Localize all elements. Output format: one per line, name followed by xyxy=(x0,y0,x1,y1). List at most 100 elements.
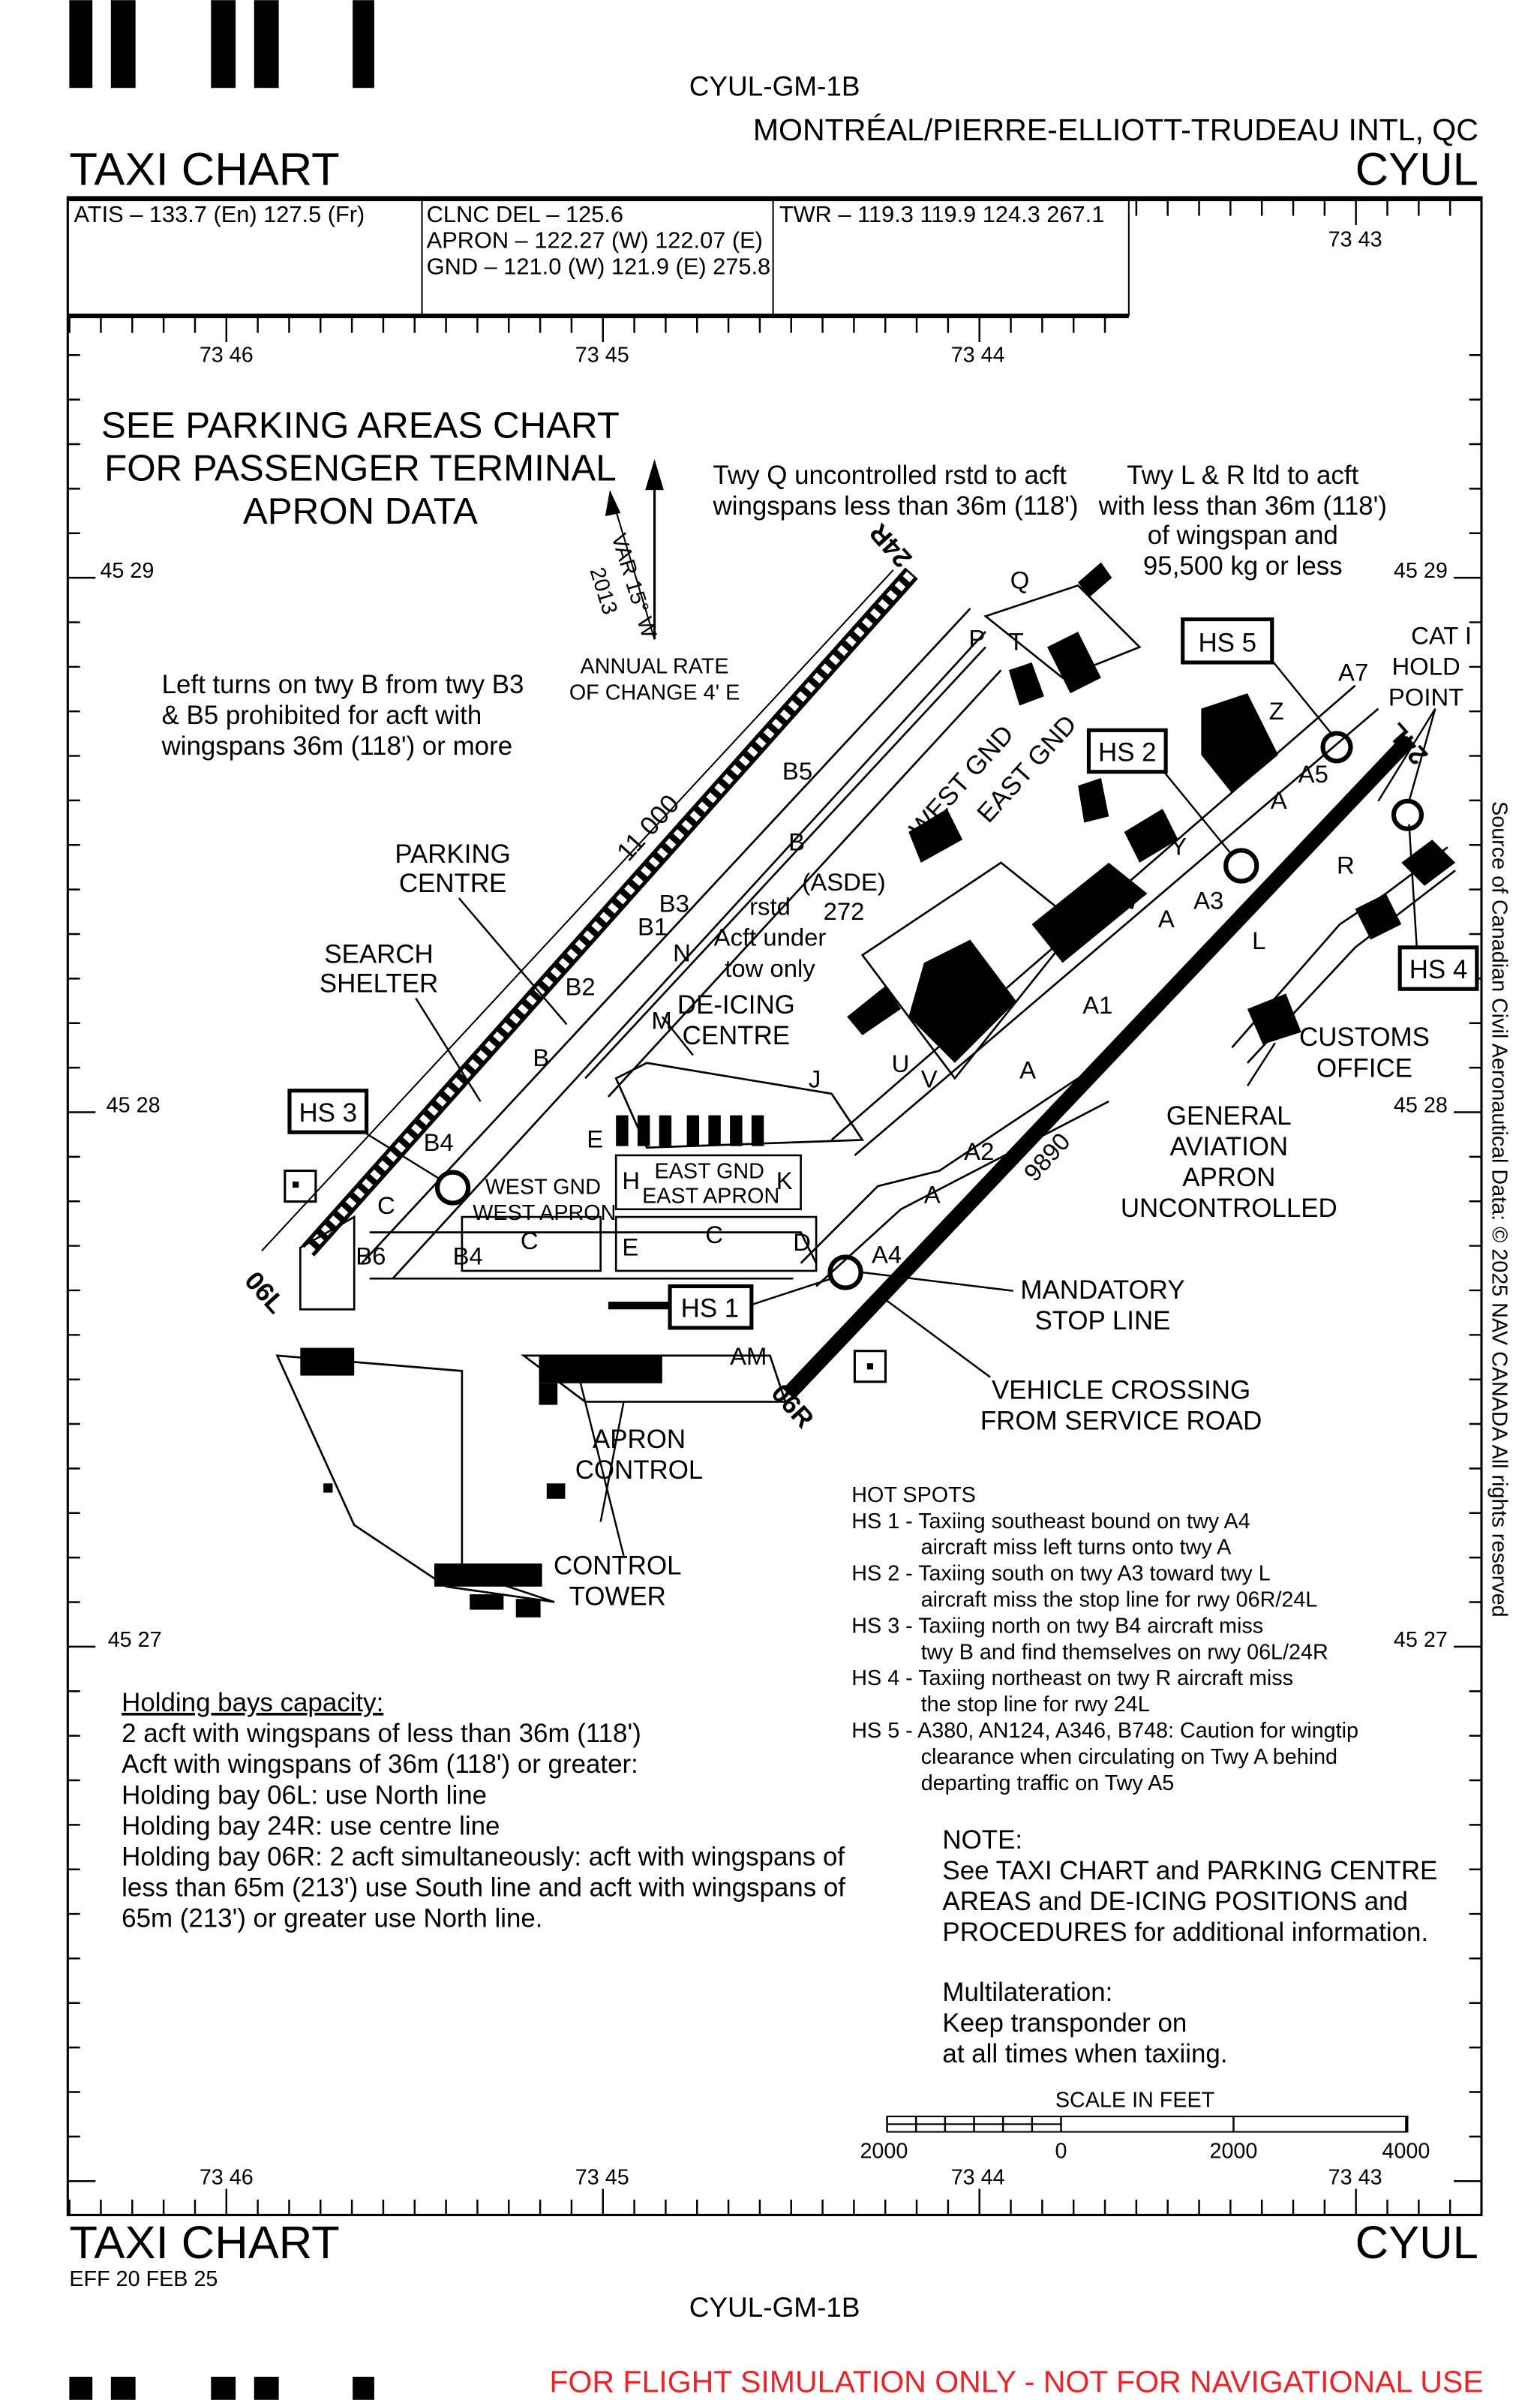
true-north-arrow-icon xyxy=(645,459,664,491)
svg-text:Q: Q xyxy=(1010,566,1030,593)
svg-text:CONTROL: CONTROL xyxy=(575,1455,704,1485)
svg-text:P: P xyxy=(968,624,985,652)
ground-frequency: GND – 121.0 (W) 121.9 (E) 275.8 xyxy=(427,254,771,280)
svg-text:E: E xyxy=(622,1233,638,1260)
svg-text:HS 1: HS 1 xyxy=(681,1294,740,1323)
simulation-disclaimer: FOR FLIGHT SIMULATION ONLY - NOT FOR NAV… xyxy=(549,2365,1483,2399)
svg-text:D: D xyxy=(793,1228,811,1256)
svg-text:SHELTER: SHELTER xyxy=(320,969,438,998)
lon-label: 73 44 xyxy=(951,2165,1005,2189)
svg-text:Holding bay 24R: use centre li: Holding bay 24R: use centre line xyxy=(122,1811,500,1840)
svg-text:A: A xyxy=(1158,905,1175,933)
svg-text:FROM SERVICE ROAD: FROM SERVICE ROAD xyxy=(980,1406,1262,1435)
vehicle-crossing-icon xyxy=(853,1350,887,1383)
svg-text:Holding bay 06R: 2 acft simult: Holding bay 06R: 2 acft simultaneously: … xyxy=(122,1842,845,1871)
svg-text:APRON DATA: APRON DATA xyxy=(243,491,478,532)
svg-text:Multilateration:: Multilateration: xyxy=(942,1978,1112,2007)
lat-label: 45 29 xyxy=(100,559,154,583)
svg-text:A5: A5 xyxy=(1298,760,1328,788)
svg-text:POINT: POINT xyxy=(1388,683,1463,710)
svg-text:Left turns on twy B from twy B: Left turns on twy B from twy B3 xyxy=(162,670,524,699)
hot-spots-list: HOT SPOTS HS 1 - Taxiing southeast bound… xyxy=(851,1483,1358,1795)
lon-label: 73 46 xyxy=(200,344,254,368)
lon-label: 73 46 xyxy=(200,2165,254,2189)
svg-text:2000: 2000 xyxy=(860,2139,908,2163)
svg-text:of wingspan and: of wingspan and xyxy=(1148,521,1338,550)
svg-text:V: V xyxy=(921,1065,938,1093)
svg-text:B6: B6 xyxy=(356,1242,386,1270)
registration-bars-bottom xyxy=(69,2376,374,2400)
svg-text:TOWER: TOWER xyxy=(569,1581,666,1611)
svg-text:C: C xyxy=(521,1227,539,1254)
graticule-ticks xyxy=(68,199,1481,2215)
svg-text:WEST APRON: WEST APRON xyxy=(473,1201,616,1225)
svg-text:272: 272 xyxy=(824,897,865,925)
chart-id: CYUL-GM-1B xyxy=(689,71,860,101)
svg-text:OFFICE: OFFICE xyxy=(1316,1053,1412,1083)
svg-text:C: C xyxy=(705,1221,723,1248)
svg-text:MANDATORY: MANDATORY xyxy=(1020,1275,1184,1305)
svg-text:A3: A3 xyxy=(1193,886,1223,914)
svg-text:AVIATION: AVIATION xyxy=(1169,1132,1288,1161)
svg-text:2 acft with wingspans of less: 2 acft with wingspans of less than 36m (… xyxy=(122,1719,641,1748)
footer-chart-type: TAXI CHART xyxy=(69,2217,339,2269)
runway-label-06r: 06R xyxy=(766,1378,820,1434)
svg-text:HS 4: HS 4 xyxy=(1409,955,1468,984)
svg-text:K: K xyxy=(776,1167,793,1194)
svg-text:B1: B1 xyxy=(638,912,668,940)
svg-text:DE-ICING: DE-ICING xyxy=(677,990,795,1020)
svg-text:4000: 4000 xyxy=(1382,2139,1430,2163)
svg-text:C: C xyxy=(377,1191,395,1219)
svg-text:B: B xyxy=(788,828,805,855)
hotspot-badge-hs4: HS 4 xyxy=(1397,945,1479,991)
svg-text:T: T xyxy=(1009,628,1024,656)
lon-label: 73 43 xyxy=(1328,228,1382,252)
callout-lines xyxy=(365,662,1436,1557)
tower-frequency: TWR – 119.3 119.9 124.3 267.1 xyxy=(779,201,1105,227)
svg-text:A2: A2 xyxy=(964,1137,994,1165)
svg-text:UNCONTROLLED: UNCONTROLLED xyxy=(1121,1194,1337,1223)
svg-text:HS 3 - Taxiing north on twy B4: HS 3 - Taxiing north on twy B4 aircraft … xyxy=(851,1614,1263,1638)
svg-text:A: A xyxy=(1271,786,1287,814)
effective-date: EFF 20 FEB 25 xyxy=(69,2267,218,2291)
airport-diagram xyxy=(261,562,1456,1618)
svg-text:A: A xyxy=(1019,1056,1036,1083)
svg-text:Twy Q uncontrolled rstd to acf: Twy Q uncontrolled rstd to acft xyxy=(713,461,1067,490)
svg-text:HS 5 - A380, AN124, A346, B748: HS 5 - A380, AN124, A346, B748: Caution … xyxy=(851,1719,1358,1743)
svg-text:FOR PASSENGER TERMINAL: FOR PASSENGER TERMINAL xyxy=(104,448,617,489)
runway-06r-24l xyxy=(782,734,1415,1400)
copyright-notice: Source of Canadian Civil Aeronautical Da… xyxy=(1487,801,1511,1618)
svg-text:Keep transponder on: Keep transponder on xyxy=(942,2008,1187,2038)
svg-text:PROCEDURES for additional info: PROCEDURES for additional information. xyxy=(942,1918,1428,1947)
apron-frequency: APRON – 122.27 (W) 122.07 (E) xyxy=(427,227,763,254)
svg-text:HOLD: HOLD xyxy=(1391,652,1460,680)
svg-text:R: R xyxy=(1337,851,1355,879)
lat-label: 45 27 xyxy=(108,1628,162,1652)
svg-text:aircraft miss the stop line fo: aircraft miss the stop line for rwy 06R/… xyxy=(921,1587,1318,1612)
general-note: NOTE: See TAXI CHART and PARKING CENTRE … xyxy=(942,1825,1437,2068)
svg-text:with less than 36m (118'): with less than 36m (118') xyxy=(1098,491,1387,521)
svg-text:CAT I: CAT I xyxy=(1411,621,1472,649)
svg-text:A1: A1 xyxy=(1082,991,1112,1019)
lat-label: 45 29 xyxy=(1394,559,1448,583)
svg-text:CONTROL: CONTROL xyxy=(554,1551,682,1580)
svg-text:wingspans less than 36m (118': wingspans less than 36m (118') xyxy=(713,491,1079,521)
svg-text:PARKING: PARKING xyxy=(395,840,510,869)
svg-text:at all times when taxiing.: at all times when taxiing. xyxy=(942,2039,1227,2068)
svg-text:Twy L & R ltd to acft: Twy L & R ltd to acft xyxy=(1127,461,1358,490)
svg-text:AREAS and DE-ICING POSITIONS a: AREAS and DE-ICING POSITIONS and xyxy=(942,1887,1407,1916)
svg-text:EAST APRON: EAST APRON xyxy=(642,1185,779,1209)
buildings xyxy=(300,562,1456,1618)
airport-name: MONTRÉAL/PIERRE-ELLIOTT-TRUDEAU INTL, QC xyxy=(753,113,1478,147)
atis-frequency: ATIS – 133.7 (En) 127.5 (Fr) xyxy=(74,201,365,227)
svg-text:aircraft miss left turns onto: aircraft miss left turns onto twy A xyxy=(921,1536,1232,1560)
svg-text:U: U xyxy=(892,1050,910,1077)
lat-label: 45 28 xyxy=(107,1093,161,1117)
svg-text:& B5 prohibited for acft with: & B5 prohibited for acft with xyxy=(162,701,482,730)
svg-text:E: E xyxy=(587,1125,603,1153)
svg-text:HS 2 - Taxiing south on twy A3: HS 2 - Taxiing south on twy A3 toward tw… xyxy=(851,1562,1270,1586)
svg-text:A: A xyxy=(924,1181,941,1209)
hotspot-badge-hs2: HS 2 xyxy=(1086,728,1168,774)
hotspot-badge-hs1: HS 1 xyxy=(668,1284,754,1330)
